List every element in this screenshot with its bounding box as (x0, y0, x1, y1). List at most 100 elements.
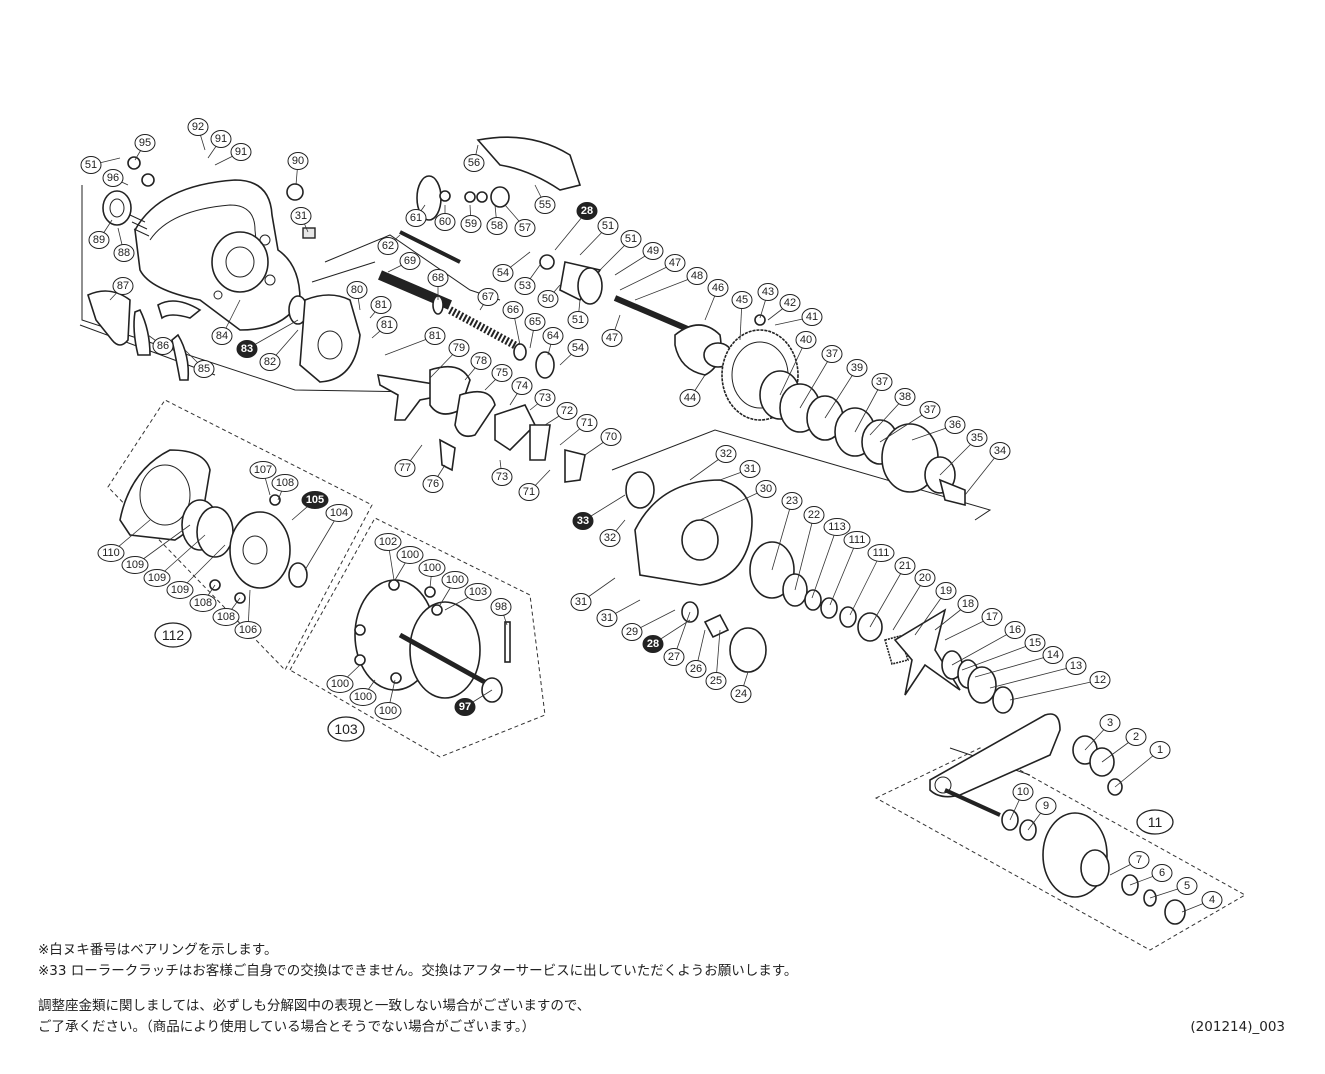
leader-line (1009, 679, 1101, 701)
leader-line (854, 381, 883, 433)
part-callout-31: 31 (290, 207, 312, 225)
callout-number: 53 (519, 280, 531, 292)
callout-badge (1042, 646, 1064, 664)
callout-number: 76 (427, 478, 439, 490)
callout-number: 68 (432, 272, 444, 284)
callout-number: 106 (239, 624, 257, 636)
part-callout-51: 51 (567, 311, 589, 329)
part-callout-28: 28 (576, 202, 598, 220)
callout-number: 43 (762, 286, 774, 298)
callout-badge (867, 544, 895, 562)
callout-badge (757, 283, 779, 301)
callout-number: 56 (468, 157, 480, 169)
callout-number: 19 (940, 585, 952, 597)
part-callout-111: 111 (867, 544, 895, 562)
callout-number: 81 (375, 299, 387, 311)
callout-number: 61 (410, 212, 422, 224)
callout-badge (189, 594, 217, 612)
part-callout-2: 2 (1125, 728, 1147, 746)
callout-number: 22 (808, 509, 820, 521)
part-callout-108: 108 (189, 594, 217, 612)
part-callout-11: 11 (1136, 809, 1174, 835)
callout-number: 62 (382, 240, 394, 252)
callout-badge (894, 388, 916, 406)
part-callout-32: 32 (599, 529, 621, 547)
center-frame-parts (288, 136, 586, 483)
part-callout-38: 38 (894, 388, 916, 406)
part-callout-5: 5 (1176, 877, 1198, 895)
callout-number: 60 (439, 216, 451, 228)
callout-badge (370, 296, 392, 314)
callout-number: 104 (330, 507, 348, 519)
part-callout-98: 98 (490, 598, 512, 616)
spool-assembly-parts (354, 579, 511, 703)
callout-number: 109 (126, 559, 144, 571)
callout-badge (518, 483, 540, 501)
callout-number: 109 (148, 572, 166, 584)
part-callout-26: 26 (685, 660, 707, 678)
callout-number: 107 (254, 464, 272, 476)
callout-number: 77 (399, 462, 411, 474)
callout-badge (427, 269, 449, 287)
part-callout-54: 54 (567, 339, 589, 357)
callout-number: 4 (1209, 894, 1215, 906)
callout-number: 49 (647, 245, 659, 257)
handle-assembly-parts (929, 713, 1186, 925)
callout-number: 16 (1009, 624, 1021, 636)
callout-badge (1004, 621, 1026, 639)
part-callout-29: 29 (621, 623, 643, 641)
part-callout-44: 44 (679, 389, 701, 407)
callout-badge (405, 209, 427, 227)
callout-badge (470, 352, 492, 370)
callout-number: 86 (157, 340, 169, 352)
part-callout-86: 86 (152, 337, 174, 355)
spool-cover-assembly-box (107, 399, 373, 671)
callout-badge (914, 569, 936, 587)
callout-number: 29 (626, 626, 638, 638)
callout-badge (781, 492, 803, 510)
callout-badge (664, 254, 686, 272)
part-callout-3: 3 (1099, 714, 1121, 732)
callout-number: 59 (465, 218, 477, 230)
callout-badge (663, 648, 685, 666)
callout-number: 65 (529, 316, 541, 328)
callout-badge (821, 345, 843, 363)
callout-number: 100 (379, 705, 397, 717)
part-callout-58: 58 (486, 217, 508, 235)
part-callout-21: 21 (894, 557, 916, 575)
part-callout-70: 70 (600, 428, 622, 446)
callout-badge (621, 623, 643, 641)
callout-badge (259, 353, 281, 371)
part-callout-51: 51 (620, 230, 642, 248)
callout-badge (514, 219, 536, 237)
callout-number: 108 (276, 477, 294, 489)
callout-number: 20 (919, 572, 931, 584)
part-callout-31: 31 (739, 460, 761, 478)
part-callout-32: 32 (715, 445, 737, 463)
part-callout-109: 109 (143, 569, 171, 587)
part-callout-88: 88 (113, 244, 135, 262)
part-callout-54: 54 (492, 264, 514, 282)
part-callout-47: 47 (664, 254, 686, 272)
callout-badge (843, 531, 871, 549)
callout-number: 103 (334, 721, 358, 737)
part-callout-84: 84 (211, 327, 233, 345)
callout-number: 40 (800, 334, 812, 346)
part-callout-110: 110 (97, 544, 125, 562)
part-callout-48: 48 (686, 267, 708, 285)
part-callout-89: 89 (88, 231, 110, 249)
callout-number: 48 (691, 270, 703, 282)
callout-number: 80 (351, 284, 363, 296)
callout-number: 51 (625, 233, 637, 245)
roller-clutch-note: ※33 ローラークラッチはお客様ご自身での交換はできません。交換はアフターサービ… (38, 963, 798, 979)
leader-line (304, 512, 340, 571)
callout-number: 100 (354, 691, 372, 703)
callout-number: 112 (162, 627, 185, 643)
callout-number: 36 (949, 419, 961, 431)
part-callout-16: 16 (1004, 621, 1026, 639)
callout-number: 110 (102, 547, 120, 559)
part-callout-50: 50 (537, 290, 559, 308)
callout-number: 102 (379, 536, 397, 548)
callout-number: 18 (962, 598, 974, 610)
leader-line (794, 514, 815, 591)
